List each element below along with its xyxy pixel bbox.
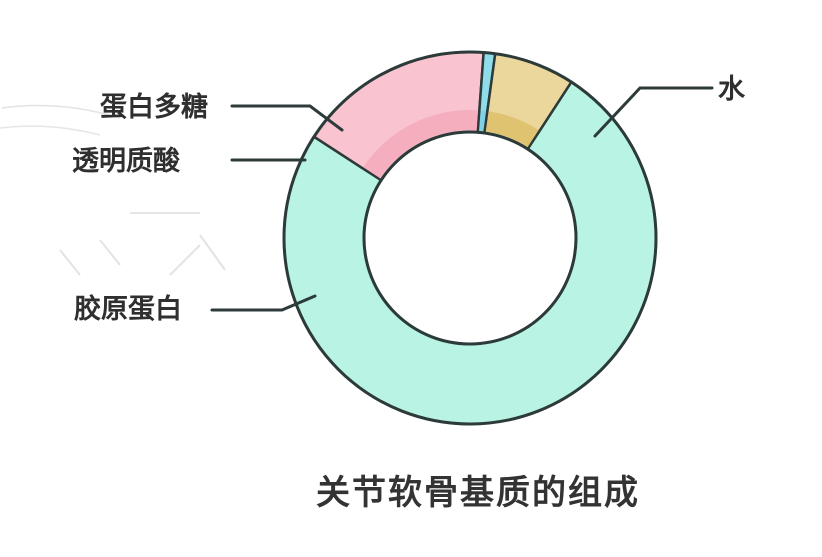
label-water: 水: [718, 74, 746, 105]
leader-line-collagen: [210, 294, 317, 312]
donut-inner-edge: [362, 130, 578, 346]
donut-slice-shade-1: [363, 110, 479, 179]
background-ghost-text: [0, 104, 226, 276]
donut-inner-shades: [341, 110, 598, 366]
donut-outer-edge: [282, 50, 658, 426]
donut-slice-shade-2: [479, 110, 487, 131]
label-proteoglycan: 蛋白多糖: [100, 91, 208, 123]
donut-hole: [365, 133, 575, 343]
leader-lines: [210, 86, 714, 312]
chart-title: 关节软骨基质的组成: [316, 473, 640, 513]
leader-line-proteoglycan: [230, 104, 344, 132]
donut-outline: [282, 50, 658, 426]
label-collagen: 胶原蛋白: [74, 293, 182, 325]
label-hyaluronic-acid: 透明质酸: [72, 146, 181, 177]
leader-line-water: [593, 86, 714, 138]
donut-slice-shade-3: [485, 111, 539, 147]
